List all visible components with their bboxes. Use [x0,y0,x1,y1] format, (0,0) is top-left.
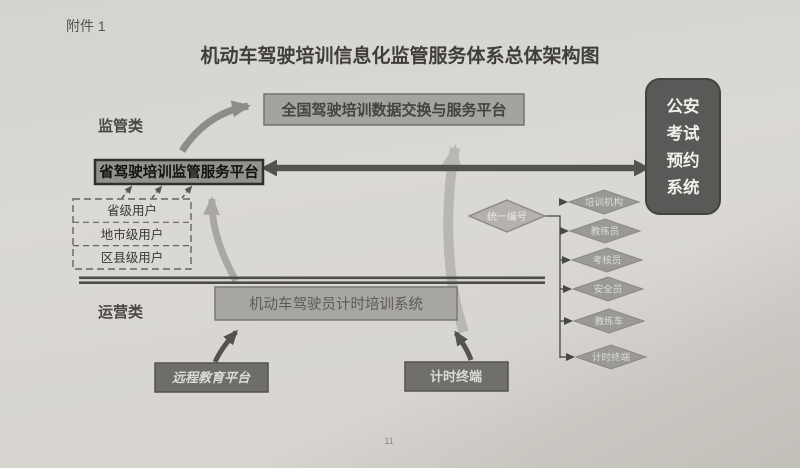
safety-officer-diamond [571,276,645,302]
node-unified-numbering: 统一编号 [467,199,547,233]
training-institution-label: 培训机构 [585,197,623,209]
user-level-county: 区县级用户 [101,250,164,265]
national-platform-label: 全国驾驶培训数据交换与服务平台 [280,101,506,119]
node-provincial-platform: 省驾驶培训监管服务平台 [93,158,265,186]
separator-top-line [79,276,545,280]
node-user-levels: 省级用户 地市级用户 区县级用户 [72,198,192,270]
record-item-diamonds: 培训机构 教练员 考核员 安全员 教练车 计时终端 [567,189,648,370]
node-timing-training-system: 机动车驾驶员计时培训系统 [214,286,458,321]
timing-training-system-label: 机动车驾驶员计时培训系统 [249,296,423,313]
dashed-arrow-3 [181,185,193,199]
police-exam-line-2: 考试 [666,123,701,143]
dashed-arrow-1 [121,185,133,199]
dashed-arrow-2 [151,185,163,199]
trunk-line [543,215,561,358]
timing-training-system-box [214,286,458,321]
user-levels-box [72,198,192,270]
record-items-connector-trunk [543,198,575,361]
examiner-diamond [570,247,644,273]
timing-terminal-box [404,361,509,392]
category-separator-line [79,276,545,284]
user-level-provincial: 省级用户 [107,203,157,218]
page-title: 机动车驾驶培训信息化监管服务体系总体架构图 [200,44,599,67]
separator-bottom-line [79,281,545,284]
training-institution-diamond [567,189,641,215]
node-police-exam-system: 公安 考试 预约 系统 [645,78,721,215]
timing-terminal-label: 计时终端 [430,369,482,384]
national-platform-box [263,93,525,126]
node-training-vehicle: 教练车 [572,308,646,334]
coach-label: 教练员 [591,226,620,238]
unified-numbering-label: 统一编号 [487,210,527,223]
unified-numbering-diamond [467,199,547,233]
arrow-operation-to-provincial-platform [202,196,240,283]
police-exam-system-box [645,78,721,215]
bidirectional-arrow-left-head [261,159,277,177]
page-number: 11 [384,436,393,446]
node-timing-terminal: 计时终端 [404,361,509,392]
remote-education-box [154,362,269,393]
node-national-platform: 全国驾驶培训数据交换与服务平台 [263,93,525,126]
coach-diamond [568,218,642,244]
dashed-arrows-users-to-provincial [121,185,193,199]
category-label-operation: 运营类 [98,303,144,321]
arrow-timing-terminal-to-timing-system [453,330,474,361]
node-remote-education-platform: 远程教育平台 [154,362,269,393]
training-vehicle-diamond [572,308,646,334]
bidirectional-arrow-shaft [273,164,638,172]
examiner-label: 考核员 [593,255,622,267]
training-vehicle-label: 教练车 [595,316,624,328]
node-training-institution: 培训机构 [567,189,641,215]
user-level-city: 地市级用户 [101,227,164,242]
arrow-provincial-police-bidirectional [261,159,650,177]
category-label-supervision: 监管类 [98,117,144,135]
node-timing-terminal-record: 计时终端 [574,344,648,370]
police-exam-line-1: 公安 [667,96,700,116]
arrow-provincial-to-national-platform [179,100,251,153]
arrow-remote-education-to-timing-system [212,329,238,364]
police-exam-line-3: 预约 [667,150,700,170]
node-coach: 教练员 [568,218,642,244]
police-exam-line-4: 系统 [667,177,701,197]
provincial-platform-label: 省驾驶培训监管服务平台 [98,163,259,181]
attachment-label: 附件 1 [66,18,106,34]
provincial-platform-box [93,158,265,186]
safety-officer-label: 安全员 [594,284,623,296]
node-examiner: 考核员 [570,247,644,273]
bidirectional-arrow-right-head [634,159,650,177]
timing-terminal-record-label: 计时终端 [592,352,631,364]
remote-education-label: 远程教育平台 [172,370,251,385]
node-safety-officer: 安全员 [571,276,645,302]
timing-terminal-record-diamond [574,344,648,370]
